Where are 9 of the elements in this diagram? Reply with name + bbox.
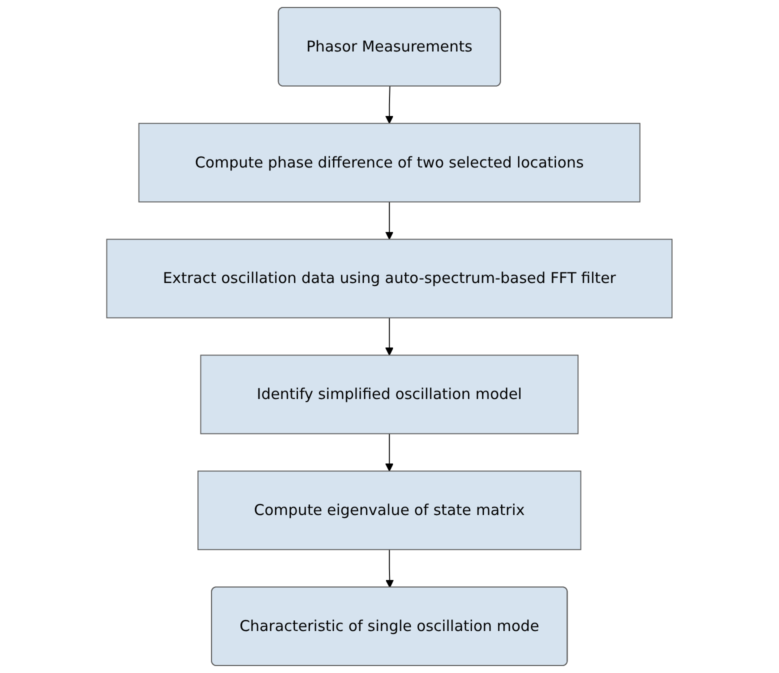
arrow bbox=[385, 86, 394, 124]
node-box: Extract oscillation data using auto-spectrum-based FFT filter bbox=[106, 238, 673, 318]
node-box: Compute eigenvalue of state matrix bbox=[198, 470, 582, 550]
arrow bbox=[385, 433, 394, 472]
node-box: Compute phase difference of two selected locations bbox=[138, 122, 640, 202]
arrow bbox=[386, 549, 394, 588]
arrow bbox=[385, 317, 394, 356]
arrow bbox=[385, 201, 394, 240]
node-box: Identify simplified oscillation model bbox=[200, 354, 579, 434]
